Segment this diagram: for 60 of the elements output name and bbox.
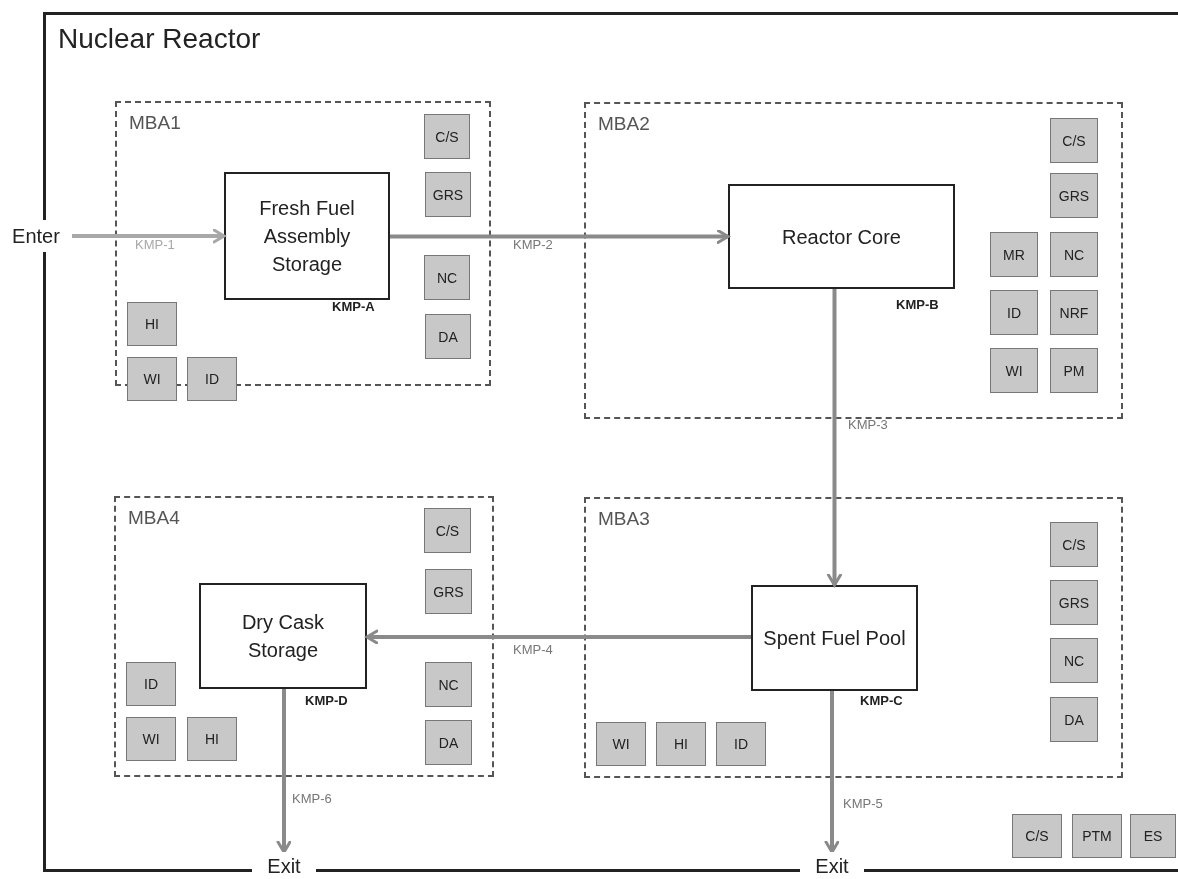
code-chip: C/S: [1050, 118, 1098, 163]
code-chip: GRS: [425, 172, 471, 217]
edge-label: KMP-4: [513, 643, 553, 656]
code-chip: DA: [1050, 697, 1098, 742]
code-chip: PM: [1050, 348, 1098, 393]
point-label: KMP-B: [896, 298, 939, 311]
code-chip: HI: [187, 717, 237, 761]
code-chip: NRF: [1050, 290, 1098, 335]
process-box: Dry Cask Storage: [199, 583, 367, 689]
process-box: Reactor Core: [728, 184, 955, 289]
code-chip: WI: [596, 722, 646, 766]
code-chip: ES: [1130, 814, 1176, 858]
edge-label: KMP-6: [292, 792, 332, 805]
edge-label: KMP-3: [848, 418, 888, 431]
node-label: Nuclear Reactor: [58, 22, 261, 56]
area-label: MBA2: [598, 112, 650, 136]
process-box: Fresh Fuel Assembly Storage: [224, 172, 390, 300]
area-box: [584, 102, 1123, 419]
code-chip: WI: [126, 717, 176, 761]
arrow: [824, 691, 840, 854]
code-chip: C/S: [1012, 814, 1062, 858]
code-chip: WI: [990, 348, 1038, 393]
code-chip: NC: [424, 255, 470, 300]
process-box: Spent Fuel Pool: [751, 585, 918, 691]
code-chip: HI: [656, 722, 706, 766]
area-box: [584, 497, 1123, 778]
code-chip: GRS: [425, 569, 472, 614]
code-chip: ID: [716, 722, 766, 766]
code-chip: GRS: [1050, 173, 1098, 218]
code-chip: DA: [425, 720, 472, 765]
code-chip: NC: [425, 662, 472, 707]
code-chip: C/S: [424, 508, 471, 553]
arrow: [72, 228, 226, 244]
edge-label: KMP-1: [135, 238, 175, 251]
arrow: [276, 689, 292, 854]
code-chip: ID: [187, 357, 237, 401]
arrow: [390, 229, 730, 244]
area-label: MBA4: [128, 506, 180, 530]
point-label: KMP-A: [332, 300, 375, 313]
code-chip: ID: [126, 662, 176, 706]
edge-label: KMP-2: [513, 238, 553, 251]
area-label: MBA3: [598, 507, 650, 531]
code-chip: HI: [127, 302, 177, 346]
point-label: KMP-C: [860, 694, 903, 707]
code-chip: NC: [1050, 638, 1098, 683]
code-chip: C/S: [424, 114, 470, 159]
area-box: [114, 496, 494, 777]
edge-label: KMP-5: [843, 797, 883, 810]
code-chip: GRS: [1050, 580, 1098, 625]
point-label: KMP-D: [305, 694, 348, 707]
code-chip: DA: [425, 314, 471, 359]
code-chip: NC: [1050, 232, 1098, 277]
code-chip: C/S: [1050, 522, 1098, 567]
code-chip: WI: [127, 357, 177, 401]
area-label: MBA1: [129, 111, 181, 135]
arrow: [365, 629, 751, 645]
arrow: [827, 289, 842, 587]
code-chip: ID: [990, 290, 1038, 335]
code-chip: PTM: [1072, 814, 1122, 858]
code-chip: MR: [990, 232, 1038, 277]
